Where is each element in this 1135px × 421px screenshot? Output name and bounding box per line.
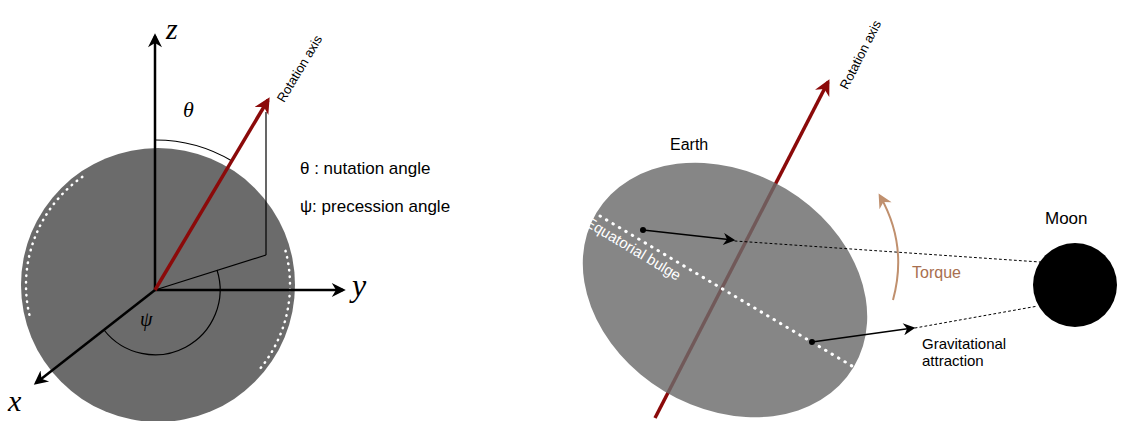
force-arrow bbox=[643, 230, 733, 240]
earth-node: EarthEquatorial bulge bbox=[575, 130, 895, 421]
axis-symbol: z bbox=[166, 12, 178, 45]
theta-arc bbox=[155, 140, 232, 161]
y-axis bbox=[155, 289, 343, 292]
projection-line bbox=[265, 112, 266, 255]
mass-point bbox=[809, 339, 815, 345]
mass-point bbox=[640, 227, 646, 233]
axis-symbol: x bbox=[8, 384, 21, 417]
equator-dotted bbox=[259, 251, 290, 370]
node-title: Earth bbox=[670, 136, 708, 154]
annotation: Torque bbox=[912, 264, 961, 282]
annotation: Gravitational attraction bbox=[922, 336, 1037, 369]
psi-arc bbox=[104, 270, 220, 355]
earth-ellipse bbox=[575, 130, 895, 421]
annotation: Rotation axis bbox=[275, 33, 326, 105]
z-axis bbox=[154, 36, 157, 290]
annotation: θ : nutation angle bbox=[300, 160, 430, 179]
axis-symbol: θ bbox=[183, 98, 194, 122]
moon-disc bbox=[1033, 243, 1117, 327]
moon-node: Moon bbox=[1030, 210, 1130, 330]
axis-symbol: ψ bbox=[140, 308, 152, 330]
annotation: Rotation axis bbox=[838, 18, 885, 91]
node-title: Moon bbox=[1045, 210, 1088, 229]
attraction-guide bbox=[915, 306, 1038, 328]
annotation: ψ: precession angle bbox=[300, 198, 450, 217]
torque-arc bbox=[880, 196, 898, 300]
equator-dotted bbox=[26, 177, 82, 319]
axis-symbol: y bbox=[352, 268, 366, 303]
x-axis bbox=[36, 290, 155, 383]
force-arrow bbox=[812, 328, 913, 342]
equatorial-bulge-line bbox=[600, 216, 852, 366]
node-shape bbox=[575, 130, 895, 421]
attraction-guide bbox=[735, 241, 1040, 262]
rotation-axis bbox=[155, 100, 268, 290]
